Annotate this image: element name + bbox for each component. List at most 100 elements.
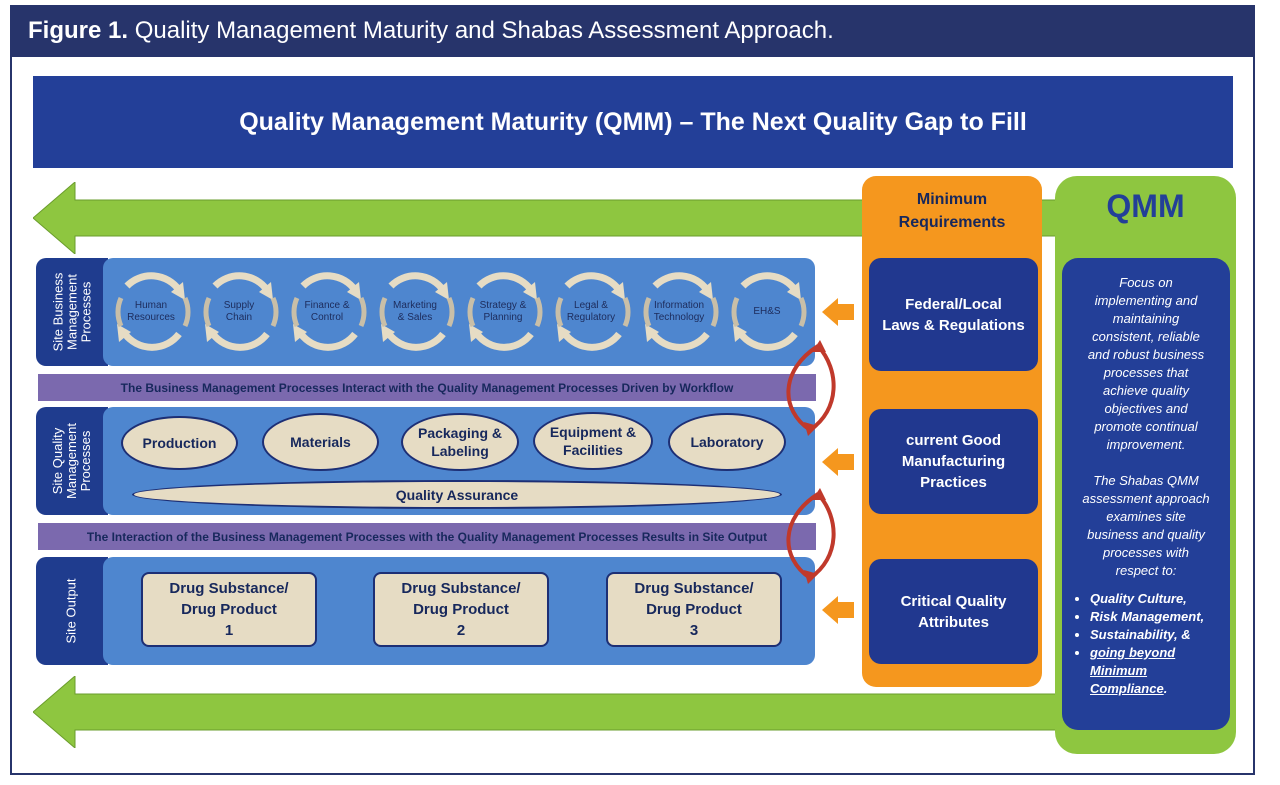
top-green-arrow xyxy=(33,182,1058,254)
cycle-arrows-icon xyxy=(731,272,807,351)
business-cycle-label: Legal &Regulatory xyxy=(549,268,633,356)
process-quality-assurance: Quality Assurance xyxy=(132,480,782,509)
qmm-text-line: and robust business xyxy=(1087,347,1205,362)
qmm-text-line: promote continual xyxy=(1094,419,1198,434)
req-cgmp-line-2: Manufacturing xyxy=(901,453,1006,470)
process-production: Production xyxy=(121,416,238,470)
minimum-requirements-title: Minimum Requirements xyxy=(862,188,1042,234)
product-1-number: 1 xyxy=(224,622,234,639)
process-materials-label: Materials xyxy=(290,434,351,450)
site-output-label: Site Output xyxy=(36,557,108,665)
req-federal-line-1: Federal/Local xyxy=(905,295,1002,313)
qmm-text-line: implementing and xyxy=(1094,293,1198,308)
qmm-text-line: examines site xyxy=(1106,509,1186,524)
qmm-bullet-list: Quality Culture, Risk Management, Sustai… xyxy=(1072,590,1220,698)
business-cycle-line: Supply xyxy=(223,300,255,311)
product-2-line-2: Drug Product xyxy=(413,601,509,618)
product-3-number: 3 xyxy=(689,622,699,639)
business-label-line-2: Management xyxy=(64,274,80,350)
business-cycle-line: Technology xyxy=(653,312,705,323)
product-3: Drug Substance/Drug Product 3 xyxy=(606,572,782,647)
cycle-arrows-icon xyxy=(467,272,543,351)
minimum-title-line-1: Minimum xyxy=(916,191,988,208)
process-production-label: Production xyxy=(142,435,217,451)
business-cycle-line: Resources xyxy=(127,312,175,323)
red-arrow-2 xyxy=(786,492,820,580)
qmm-text-line: processes that xyxy=(1103,365,1189,380)
product-2: Drug Substance/Drug Product 2 xyxy=(373,572,549,647)
business-label-line-1: Site Business xyxy=(50,272,66,352)
product-3-line-2: Drug Product xyxy=(646,601,742,618)
business-cycle-3: Finance &Control xyxy=(285,268,369,356)
qmm-text-line: achieve quality xyxy=(1103,383,1189,398)
minimum-title-line-2: Requirements xyxy=(898,214,1006,231)
process-equipment-facilities: Equipment &Facilities xyxy=(533,412,653,470)
business-cycle-5: Strategy &Planning xyxy=(461,268,545,356)
qmm-text-line: improvement. xyxy=(1106,437,1186,452)
process-packaging-line-2: Labeling xyxy=(431,443,489,459)
business-cycle-line: Legal & xyxy=(574,300,608,311)
business-cycle-label: Finance &Control xyxy=(285,268,369,356)
qmm-bullet-beyond-tail: . xyxy=(1163,681,1168,696)
req-cqa-line-2: Attributes xyxy=(918,613,989,631)
red-arrow-1b xyxy=(808,344,836,432)
product-2-number: 2 xyxy=(456,622,466,639)
cycle-arrows-icon xyxy=(379,272,455,351)
business-cycle-line: Planning xyxy=(483,312,523,323)
figure-number: Figure 1. xyxy=(28,17,129,44)
business-cycle-line: EH&S xyxy=(753,306,781,317)
qmm-bullet-sustainability: Sustainability, & xyxy=(1090,626,1220,644)
figure-title: Quality Management Maturity and Shabas A… xyxy=(134,17,834,44)
qmm-text-line: consistent, reliable xyxy=(1092,329,1200,344)
cycle-arrows-icon xyxy=(643,272,719,351)
product-3-line-1: Drug Substance/ xyxy=(634,580,754,597)
product-1-line-2: Drug Product xyxy=(181,601,277,618)
process-packaging-line-1: Packaging & xyxy=(417,425,503,441)
qmm-bullet-beyond-compliance: going beyond Minimum Compliance. xyxy=(1090,644,1220,698)
qmm-text-line: processes with xyxy=(1103,545,1189,560)
product-2-line-1: Drug Substance/ xyxy=(401,580,521,597)
business-cycle-line: Finance & xyxy=(304,300,350,311)
cycle-arrows-icon xyxy=(291,272,367,351)
quality-label-line-3: Processes xyxy=(78,430,94,492)
interaction-bar-workflow: The Business Management Processes Intera… xyxy=(38,374,816,401)
business-cycle-line: Chain xyxy=(225,312,253,323)
process-laboratory-label: Laboratory xyxy=(690,434,764,450)
qmm-text-line: objectives and xyxy=(1104,401,1188,416)
process-equipment-line-1: Equipment & xyxy=(549,424,637,440)
qmm-bullet-beyond-line-3: Compliance xyxy=(1090,681,1164,696)
qmm-text-line: business and quality xyxy=(1087,527,1205,542)
req-cgmp-line-3: Practices xyxy=(920,474,987,491)
qmm-text-line: Focus on xyxy=(1119,275,1173,290)
red-arrow-1 xyxy=(786,344,820,432)
business-cycle-line: Human xyxy=(134,300,168,311)
cycle-arrows-icon xyxy=(115,272,191,351)
business-cycle-8: EH&S xyxy=(725,268,809,356)
cycle-arrows-icon xyxy=(203,272,279,351)
business-cycle-label: Marketing& Sales xyxy=(373,268,457,356)
orange-arrow-output xyxy=(822,596,854,624)
site-business-label: Site Business Management Processes xyxy=(36,258,108,366)
business-cycle-6: Legal &Regulatory xyxy=(549,268,633,356)
business-label-line-3: Processes xyxy=(78,281,94,343)
site-quality-label: Site Quality Management Processes xyxy=(36,407,108,515)
figure-caption: Figure 1. Quality Management Maturity an… xyxy=(10,5,1255,57)
orange-arrow-business xyxy=(822,298,854,326)
business-cycle-line: Regulatory xyxy=(566,312,616,323)
site-output-label-text: Site Output xyxy=(63,578,79,644)
qmm-bullet-risk-management: Risk Management, xyxy=(1090,608,1220,626)
qmm-bullet-quality-culture: Quality Culture, xyxy=(1090,590,1220,608)
qmm-banner: Quality Management Maturity (QMM) – The … xyxy=(33,76,1233,168)
business-cycle-line: Strategy & xyxy=(479,300,527,311)
req-federal-line-2: Laws & Regulations xyxy=(882,316,1025,334)
orange-arrow-quality xyxy=(822,448,854,476)
